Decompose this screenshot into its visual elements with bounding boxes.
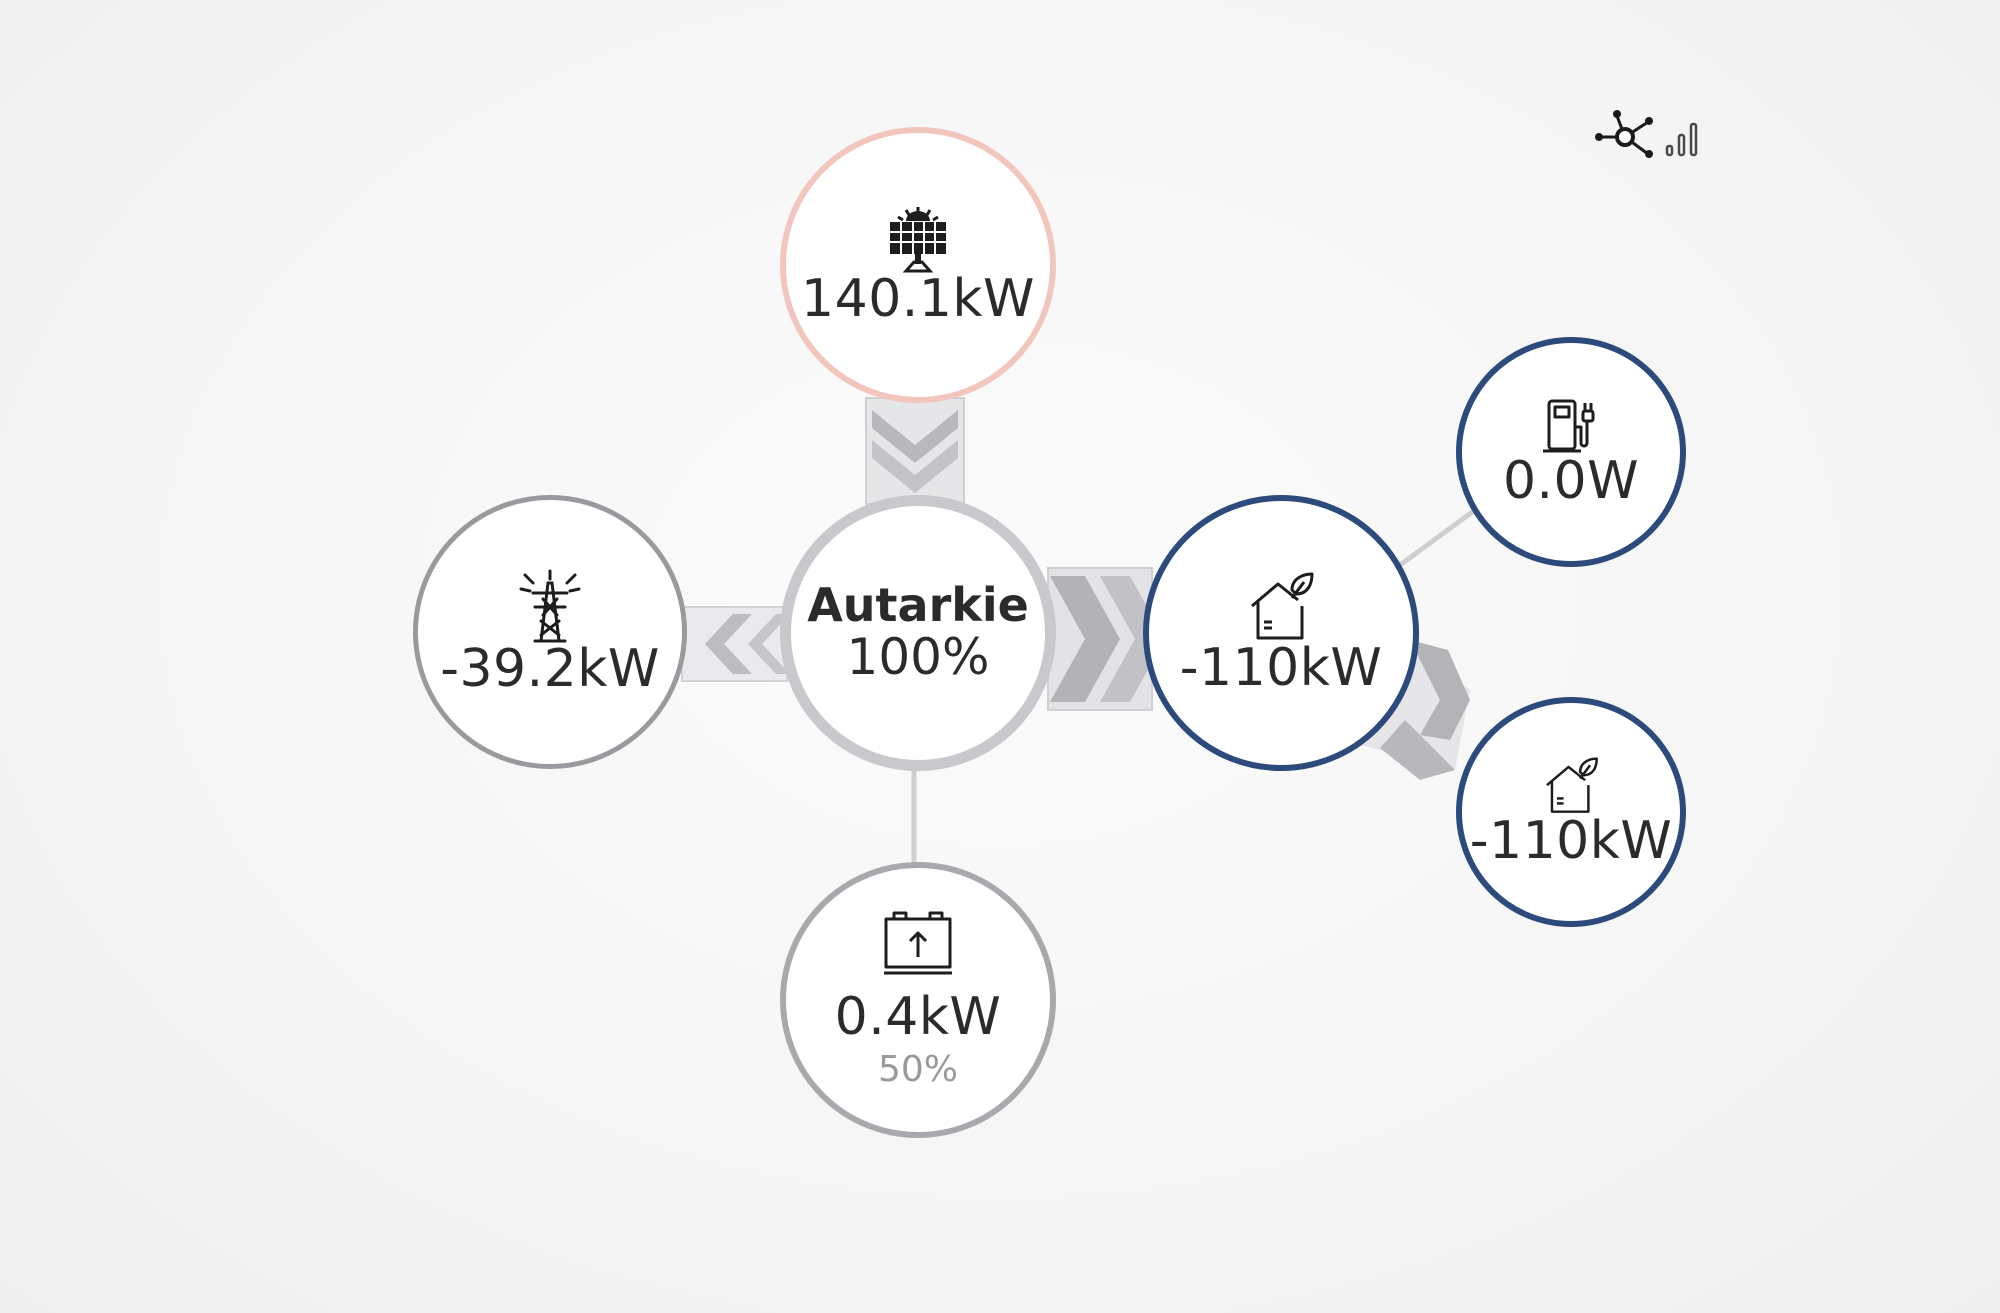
grid-node[interactable]: -39.2kW: [413, 495, 687, 769]
flow-home-to-charger: [1398, 507, 1477, 568]
ev-charger-node[interactable]: 0.0W: [1456, 337, 1686, 567]
house-leaf-icon: [1248, 572, 1314, 642]
house2-value: -110kW: [1469, 811, 1673, 871]
battery-icon: [882, 911, 954, 977]
solar-value: 140.1kW: [801, 269, 1035, 329]
flow-solar-to-center: [865, 397, 965, 505]
home-value: -110kW: [1179, 638, 1383, 698]
house2-node[interactable]: -110kW: [1456, 697, 1686, 927]
network-icon[interactable]: [1595, 110, 1653, 158]
solar-panel-icon: [886, 205, 950, 273]
autarky-percent: 100%: [846, 627, 990, 686]
battery-node[interactable]: 0.4kW 50%: [780, 862, 1056, 1138]
battery-value: 0.4kW: [834, 986, 1002, 1047]
ev-charger-icon: [1541, 397, 1601, 455]
status-icons[interactable]: [1593, 108, 1705, 164]
solar-node[interactable]: 140.1kW: [780, 127, 1056, 403]
battery-soc: 50%: [877, 1048, 958, 1090]
flow-center-to-home: [1047, 567, 1165, 711]
signal-bars-icon: [1665, 122, 1698, 157]
autarky-node[interactable]: Autarkie 100%: [780, 495, 1056, 771]
ev-charger-value: 0.0W: [1502, 451, 1640, 511]
house-leaf-icon: [1543, 757, 1599, 815]
grid-value: -39.2kW: [440, 639, 660, 699]
autarky-label: Autarkie: [807, 578, 1029, 633]
flow-center-to-grid: [681, 606, 790, 682]
home-node[interactable]: -110kW: [1143, 495, 1419, 771]
power-tower-icon: [519, 569, 581, 643]
